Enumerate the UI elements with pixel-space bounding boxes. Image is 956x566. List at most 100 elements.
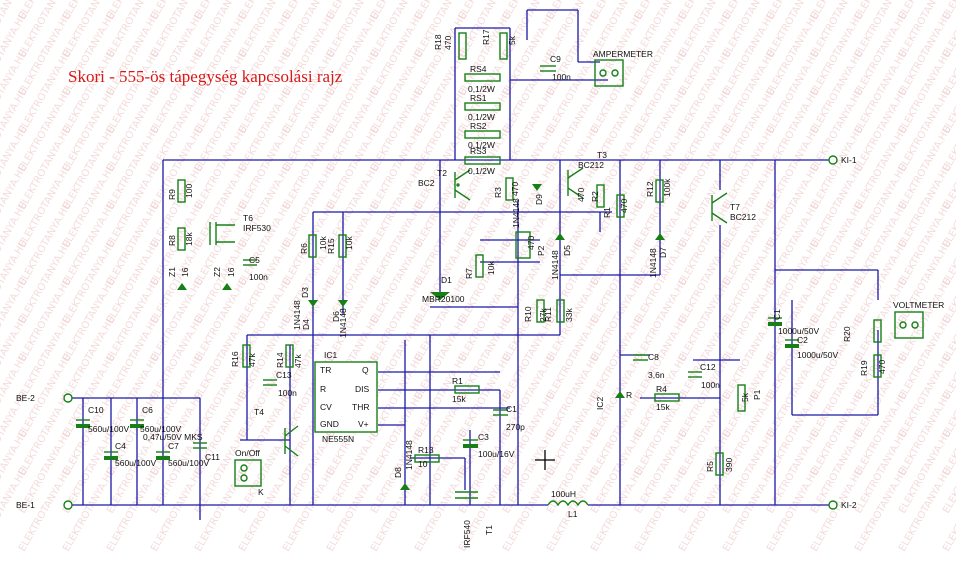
label-t7: T7: [730, 202, 740, 212]
ki1-label: KI-1: [841, 155, 857, 165]
label-r1: R1: [602, 207, 612, 218]
label-r16v: 47k: [247, 353, 257, 367]
label-r14v: 47k: [293, 354, 303, 368]
label-r8v: 18k: [184, 232, 194, 246]
label-rs1v: 0,1/2W: [468, 112, 495, 122]
label-r5: R5: [705, 461, 715, 472]
ampermeter-label: AMPERMETER: [593, 49, 653, 59]
label-p1v: 5k: [740, 392, 750, 402]
label-rs3v: 0,1/2W: [468, 166, 495, 176]
label-z2: Z2: [212, 267, 222, 277]
ic1-pin-thr: THR: [352, 402, 369, 412]
label-c4: C4: [115, 441, 126, 451]
ic1-part: NE555N: [322, 434, 354, 444]
label-n4148e: 1N4148: [648, 248, 658, 278]
label-r10v: 27k: [538, 308, 548, 322]
label-r17v: 5k: [507, 35, 517, 45]
r17-trimmer: [499, 32, 508, 60]
d3-diode: [308, 300, 318, 307]
label-c2: C2: [797, 335, 808, 345]
r16-resistor: [242, 344, 251, 368]
label-c10: C10: [88, 405, 104, 415]
label-d9: D9: [534, 194, 544, 205]
label-r18: R18: [433, 34, 443, 50]
label-t6: T6: [243, 213, 253, 223]
label-t3: T3: [597, 150, 607, 160]
label-bc212b: BC212: [730, 212, 756, 222]
label-c3v: 100u/16V: [478, 449, 515, 459]
label-r7v: 10k: [486, 261, 496, 275]
label-c7: C7: [168, 441, 179, 451]
label-r7: R7: [464, 268, 474, 279]
ic1-pin-cv: CV: [320, 402, 332, 412]
label-r9v: 100: [184, 184, 194, 198]
d6-diode: [338, 300, 348, 307]
label-n4148d: 1N4148: [550, 250, 560, 280]
rs2-resistor: [464, 130, 501, 139]
label-r18v: 470: [443, 36, 453, 50]
rs4-resistor: [464, 73, 501, 82]
label-r2v: 470: [576, 188, 586, 202]
r14-resistor: [285, 344, 294, 368]
r20-trimmer: [873, 319, 882, 343]
ic1-pin-tr: TR: [320, 365, 331, 375]
label-rs2v: 0,1/2W: [468, 140, 495, 150]
ki2-terminal: [828, 500, 838, 510]
label-rs4v: 0,1/2W: [468, 84, 495, 94]
c3-capacitor: [463, 444, 478, 448]
r1b-resistor: [454, 385, 480, 394]
r11-resistor: [556, 299, 565, 323]
rs1-resistor: [464, 102, 501, 111]
d8-diode: [400, 483, 410, 490]
label-c5: C5: [249, 255, 260, 265]
be1-label: BE-1: [16, 500, 35, 510]
label-r15: R15: [326, 238, 336, 254]
label-r13: R13: [418, 445, 434, 455]
label-c1: C1: [772, 309, 782, 320]
label-ic2: IC2: [595, 397, 605, 411]
rs3-resistor: [464, 156, 501, 165]
label-c9v: 100n: [552, 72, 571, 82]
label-r5v: 390: [724, 458, 734, 472]
l1-inductor: [547, 500, 589, 507]
label-d4: D4: [301, 319, 311, 330]
r3-resistor: [505, 177, 514, 201]
r1-resistor: [616, 194, 625, 218]
r10-resistor: [536, 299, 545, 323]
r5-resistor: [715, 452, 724, 476]
label-irf530: IRF530: [243, 223, 271, 233]
be2-terminal: [63, 393, 73, 403]
label-c2v: 1000u/50V: [797, 350, 838, 360]
label-mbr: MBR20100: [422, 294, 465, 304]
label-ic2r: R: [626, 390, 632, 400]
p2-trimmer: [515, 231, 531, 259]
ic1-name: IC1: [324, 350, 338, 360]
label-r3: R3: [493, 187, 503, 198]
label-c7v: 0,47u/50V MKS: [143, 432, 203, 442]
label-d6: D6: [331, 311, 341, 322]
label-c6: C6: [142, 405, 153, 415]
z2-zener: [222, 283, 232, 290]
ic1-pin-dis: DIS: [355, 384, 370, 394]
ic1-pin-r: R: [320, 384, 326, 394]
c2-capacitor: [785, 344, 799, 348]
label-r9: R9: [167, 189, 177, 200]
label-r6v: 10k: [318, 236, 328, 250]
label-rs1: RS1: [470, 93, 487, 103]
label-c4v: 560u/100V: [115, 458, 156, 468]
label-r15v: 10k: [344, 236, 354, 250]
label-c5v: 100n: [249, 272, 268, 282]
r4-resistor: [654, 393, 680, 402]
r7-resistor: [475, 254, 484, 278]
label-n4148b: 1N4148: [338, 308, 348, 338]
label-d8: D8: [393, 467, 403, 478]
label-r1v: 470: [619, 199, 629, 213]
r8-resistor: [177, 227, 186, 251]
c4-capacitor: [104, 456, 118, 460]
label-z4: 16: [226, 267, 236, 277]
label-p2: P2: [536, 245, 546, 256]
label-bc212a: BC212: [578, 160, 604, 170]
k-label: K: [258, 487, 264, 497]
onoff-connector: [234, 459, 262, 487]
